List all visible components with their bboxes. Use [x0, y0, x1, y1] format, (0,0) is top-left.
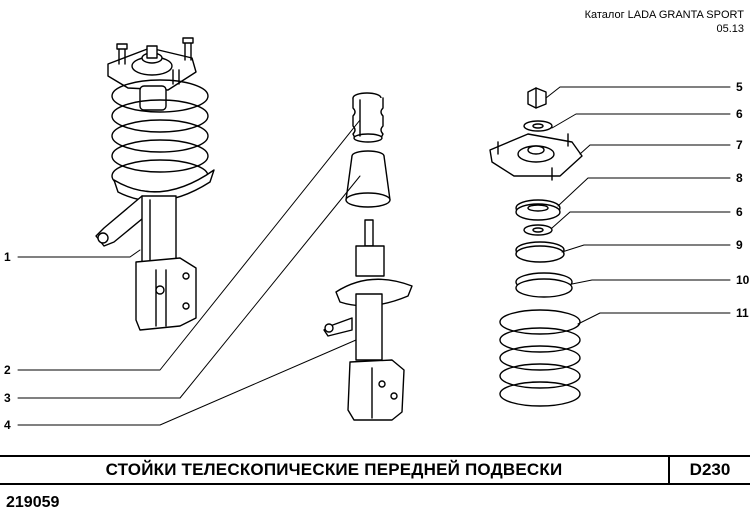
- callout-4: 4: [4, 418, 11, 432]
- callout-1: 1: [4, 250, 11, 264]
- drawing-number: 219059: [6, 494, 60, 511]
- washer-lower-drawing: [523, 224, 553, 236]
- callout-5: 5: [736, 80, 743, 94]
- callout-9: 9: [736, 238, 743, 252]
- title-bar: СТОЙКИ ТЕЛЕСКОПИЧЕСКИЕ ПЕРЕДНЕЙ ПОДВЕСКИ…: [0, 455, 750, 485]
- callout-11: 11: [736, 306, 749, 320]
- exploded-parts-diagram: [17, 37, 731, 426]
- spring-seat-drawing: [515, 241, 565, 263]
- spring-insulator-drawing: [515, 272, 573, 298]
- nut-drawing: [527, 87, 547, 109]
- title-divider: [668, 457, 670, 483]
- section-title: СТОЙКИ ТЕЛЕСКОПИЧЕСКИЕ ПЕРЕДНЕЙ ПОДВЕСКИ: [105, 460, 563, 479]
- callout-10: 10: [736, 273, 750, 287]
- section-code: D230: [689, 460, 731, 479]
- callout-6-lower: 6: [736, 205, 743, 219]
- callout-7: 7: [736, 138, 743, 152]
- catalog-title: Каталог LADA GRANTA SPORT: [584, 9, 744, 21]
- protective-boot-drawing: [345, 150, 391, 208]
- damper-drawing: [323, 219, 413, 421]
- assembled-strut-drawing: [95, 37, 215, 331]
- washer-top-drawing: [523, 120, 553, 132]
- bearing-drawing: [515, 199, 561, 221]
- coil-spring-drawing: [499, 309, 581, 407]
- callout-6-top: 6: [736, 107, 743, 121]
- bump-stop-drawing: [352, 92, 384, 143]
- callout-3: 3: [4, 391, 11, 405]
- catalog-date: 05.13: [716, 23, 744, 35]
- callout-8: 8: [736, 171, 743, 185]
- strut-mount-drawing: [489, 133, 583, 181]
- leader-lines: [17, 86, 731, 426]
- callout-2: 2: [4, 363, 11, 377]
